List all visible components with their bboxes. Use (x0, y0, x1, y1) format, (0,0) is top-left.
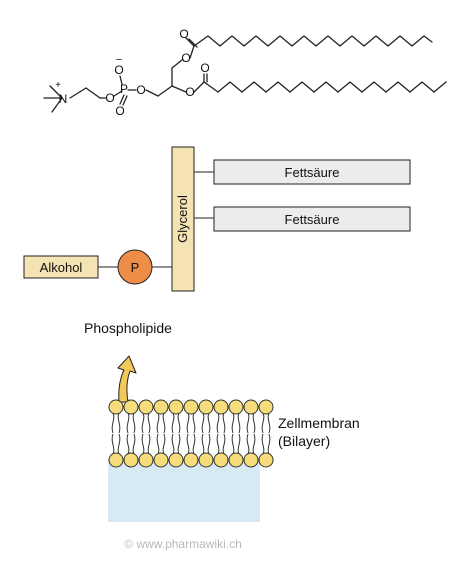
lipid-tail-bottom (126, 433, 136, 455)
lipid-tail-bottom (201, 433, 211, 455)
alcohol-box (23, 255, 99, 279)
lipid-head-top (168, 399, 184, 415)
lipid-tail-top (141, 412, 151, 434)
lipid-tail-top (186, 412, 196, 434)
lipid-head-bottom (243, 452, 259, 468)
alcohol-label: Alkohol (40, 260, 83, 275)
lipid-tail-bottom (186, 433, 196, 455)
cell-interior (108, 458, 260, 522)
fatty-acid-box-1 (213, 159, 411, 185)
glycerol-box (171, 146, 195, 292)
lipid-head-top (108, 399, 124, 415)
lipid-head-bottom (213, 452, 229, 468)
lipid-head-bottom (228, 452, 244, 468)
block-scheme: Fettsäure Fettsäure Glycerol P Alkohol (23, 146, 411, 292)
lipid-tail-bottom (216, 433, 226, 455)
lipid-tail-top (126, 412, 136, 434)
fatty-acid-box-2 (213, 206, 411, 232)
membrane-label-line2: (Bilayer) (278, 433, 330, 449)
phosphate-charge: − (116, 54, 122, 66)
lipid-tail-bottom (171, 433, 181, 455)
phosphate-circle (117, 249, 153, 285)
nitrogen-atom: N (59, 92, 68, 106)
glycerol-label: Glycerol (175, 195, 190, 243)
fatty-acid-label-1: Fettsäure (285, 165, 340, 180)
lipid-tail-top (231, 412, 241, 434)
glycerol-oxygen-top: O (181, 51, 190, 65)
lipid-head-top (258, 399, 274, 415)
phosphate-oxygen-double: O (115, 104, 124, 118)
phosphate-oxygen-minus: O (114, 63, 123, 77)
structural-formula (43, 35, 447, 113)
lipid-tail-bottom (231, 433, 241, 455)
lipid-head-bottom (108, 452, 124, 468)
phosphate-label: P (131, 260, 140, 275)
lipid-head-top (183, 399, 199, 415)
lipid-tails-bottom (111, 433, 271, 455)
lipid-head-bottom (168, 452, 184, 468)
lipid-tail-top (246, 412, 256, 434)
lipid-heads-bottom (108, 452, 274, 468)
copyright-footer: © www.pharmawiki.ch (124, 537, 242, 551)
lipid-head-top (198, 399, 214, 415)
fatty-acid-label-2: Fettsäure (285, 212, 340, 227)
lipid-head-top (153, 399, 169, 415)
lipid-tail-top (201, 412, 211, 434)
ester-oxygen-choline: O (105, 91, 114, 105)
nitrogen-charge: + (55, 80, 61, 91)
lipid-head-bottom (153, 452, 169, 468)
lipid-tail-top (156, 412, 166, 434)
phospholipid-label: Phospholipide (84, 320, 172, 336)
lipid-tail-bottom (156, 433, 166, 455)
glycerol-oxygen-mid: O (185, 85, 194, 99)
lipid-head-top (228, 399, 244, 415)
lipid-tails-top (111, 412, 271, 434)
structural-formula-atoms: N + O P O − O O O O O O (55, 27, 210, 118)
membrane-label-line1: Zellmembran (278, 415, 360, 431)
lipid-head-top (138, 399, 154, 415)
lipid-tail-top (111, 412, 121, 434)
curved-arrow (117, 355, 137, 403)
lipid-head-bottom (123, 452, 139, 468)
carbonyl-oxygen-bottom: O (200, 61, 209, 75)
lipid-head-bottom (258, 452, 274, 468)
lipid-head-top (213, 399, 229, 415)
lipid-head-top (123, 399, 139, 415)
lipid-tail-top (171, 412, 181, 434)
ester-oxygen-glycerol: O (136, 83, 145, 97)
phosphorus-atom: P (120, 82, 128, 96)
lipid-head-bottom (198, 452, 214, 468)
lipid-tail-bottom (261, 433, 271, 455)
lipid-heads-top (108, 399, 274, 415)
lipid-head-bottom (138, 452, 154, 468)
lipid-head-top (243, 399, 259, 415)
lipid-tail-bottom (246, 433, 256, 455)
lipid-tail-bottom (141, 433, 151, 455)
lipid-tail-top (261, 412, 271, 434)
lipid-head-bottom (183, 452, 199, 468)
carbonyl-oxygen-top: O (179, 27, 188, 41)
lipid-tail-bottom (111, 433, 121, 455)
lipid-tail-top (216, 412, 226, 434)
